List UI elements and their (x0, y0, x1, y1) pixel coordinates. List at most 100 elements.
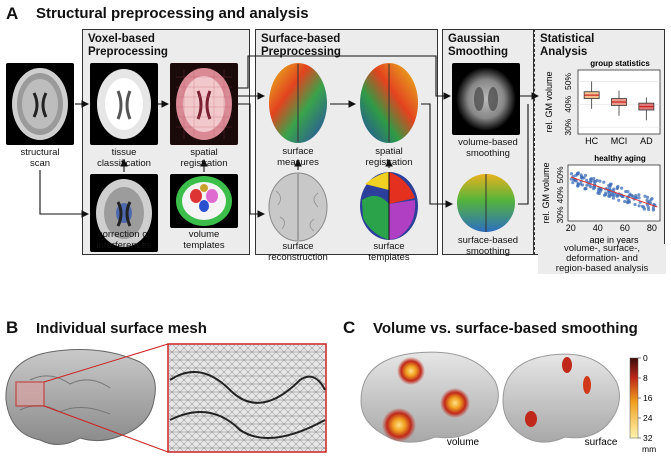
statistical-analysis-footer-visible: volume-, surface-, deformation- and regi… (538, 244, 666, 274)
structural-scan-label: structural scan (20, 147, 60, 169)
scatter-ytick-label: 30% (555, 206, 565, 223)
boxplot-ytick-label: 40% (563, 95, 573, 112)
boxplot-category-label: MCI (611, 136, 628, 146)
scatter-ytick-label: 40% (555, 186, 565, 203)
brain-surface-mesh-figure (5, 343, 327, 453)
spatial-registration-volume-image (170, 63, 238, 145)
scatter-point (620, 186, 624, 190)
spatial-registration-surface-image (357, 60, 421, 146)
scatter-point (623, 199, 627, 204)
scatter-point (580, 183, 585, 187)
scatter-trend-line (570, 176, 658, 208)
volume-blob-3 (382, 408, 416, 442)
scatter-point (585, 183, 589, 187)
scatter-point (645, 195, 650, 199)
scatter-point (609, 182, 613, 186)
scatter-point (648, 201, 652, 205)
surface-measures-image (266, 60, 330, 146)
scatter-point (611, 193, 615, 197)
volume-templates-label: volume templates (183, 229, 225, 251)
scatter-point (589, 185, 593, 189)
volume-blob-2 (440, 388, 470, 418)
boxplot-ylabel: rel. GM volume (544, 71, 554, 132)
boxplot-title: group statistics (590, 59, 650, 68)
scatter-ytick-label: 50% (555, 166, 565, 183)
scatter-point (607, 194, 611, 198)
brain-lateral-surface (5, 349, 156, 445)
voxel-based-title: Voxel-based Preprocessing (88, 33, 168, 58)
scatter-point (647, 207, 651, 212)
scatter-point (637, 193, 641, 197)
scatter-xtick-label: 20 (566, 223, 576, 233)
colorbar-unit: mm (642, 444, 656, 454)
boxplot-category-label: HC (585, 136, 598, 146)
scatter-point (643, 194, 647, 198)
panel-a-letter: A (6, 4, 19, 23)
scatter-point (576, 182, 580, 186)
scatter-point (616, 184, 620, 189)
volume-blob-1 (397, 357, 425, 385)
scatter-point (592, 177, 596, 181)
surface-reconstruction-image (266, 171, 330, 251)
volume-templates-image (170, 174, 238, 228)
scatter-point (579, 173, 583, 177)
boxplot-category-label: AD (640, 136, 653, 146)
boxplot-ytick-label: 30% (563, 118, 573, 135)
scatter-point (574, 173, 578, 178)
scatter-point (637, 204, 641, 208)
surface-smoothing-brain (502, 353, 620, 443)
scatter-xlabel: age in years (589, 235, 639, 245)
scatter-point (627, 200, 631, 204)
scatter-point (583, 187, 587, 191)
scatter-point (637, 196, 641, 200)
correction-of-interferences-label: correction of interferences (96, 229, 152, 251)
colorbar-tick-label: 0 (643, 354, 648, 363)
tissue-classification-image (90, 63, 158, 145)
surface-based-smoothing-label: surface-based smoothing (457, 235, 519, 257)
surface-templates-image (357, 170, 421, 242)
scatter-ylabel: rel. GM volume (541, 162, 551, 223)
scatter-point (569, 177, 573, 181)
surface-label: surface (585, 437, 618, 448)
colorbar-tick-label: 32 (643, 433, 653, 443)
flow-arrows (39, 55, 540, 218)
scatter-point (585, 178, 589, 182)
correction-of-interferences-image (90, 174, 158, 252)
boxplot-ytick-label: 50% (563, 72, 573, 89)
panel-c-title: Volume vs. surface-based smoothing (373, 320, 638, 337)
scatter-xtick-label: 60 (620, 223, 630, 233)
panel-b-title: Individual surface mesh (36, 320, 207, 337)
surface-based-smoothing-image (454, 172, 518, 234)
scatter-point (602, 180, 606, 184)
statistical-analysis-title: Statistical Analysis (540, 33, 595, 58)
volume-label: volume (447, 437, 480, 448)
surface-based-title: Surface-based Preprocessing (261, 33, 341, 58)
volume-smoothing-brain (360, 351, 499, 443)
scatter-point (631, 194, 635, 199)
surface-blob-2 (583, 376, 591, 394)
scatter-point (624, 189, 628, 194)
scatter-point (595, 178, 599, 183)
scatter-point (651, 206, 656, 210)
scatter-point (569, 172, 574, 176)
scatter-point (580, 176, 584, 180)
scatter-point (612, 187, 616, 191)
smoothing-comparison-figure: volume surface (360, 351, 620, 448)
scatter-point (608, 185, 612, 189)
gaussian-smoothing-title: Gaussian Smoothing (448, 33, 509, 58)
scatter-point (597, 187, 602, 191)
colorbar-tick-label: 24 (643, 413, 653, 423)
volume-based-smoothing-image (452, 63, 520, 135)
surface-templates-label: surface templates (368, 241, 410, 263)
colorbar-tick-label: 16 (643, 393, 653, 403)
scatter-point (640, 204, 645, 209)
panel-a-title: Structural preprocessing and analysis (36, 5, 309, 22)
volume-based-smoothing-label: volume-based smoothing (458, 137, 518, 159)
scatter-point (593, 185, 597, 189)
scatter-point (589, 180, 593, 184)
scatter-point (642, 207, 646, 211)
surface-blob-3 (525, 411, 537, 427)
scatter-point (645, 198, 649, 202)
scatter-point (633, 202, 637, 207)
